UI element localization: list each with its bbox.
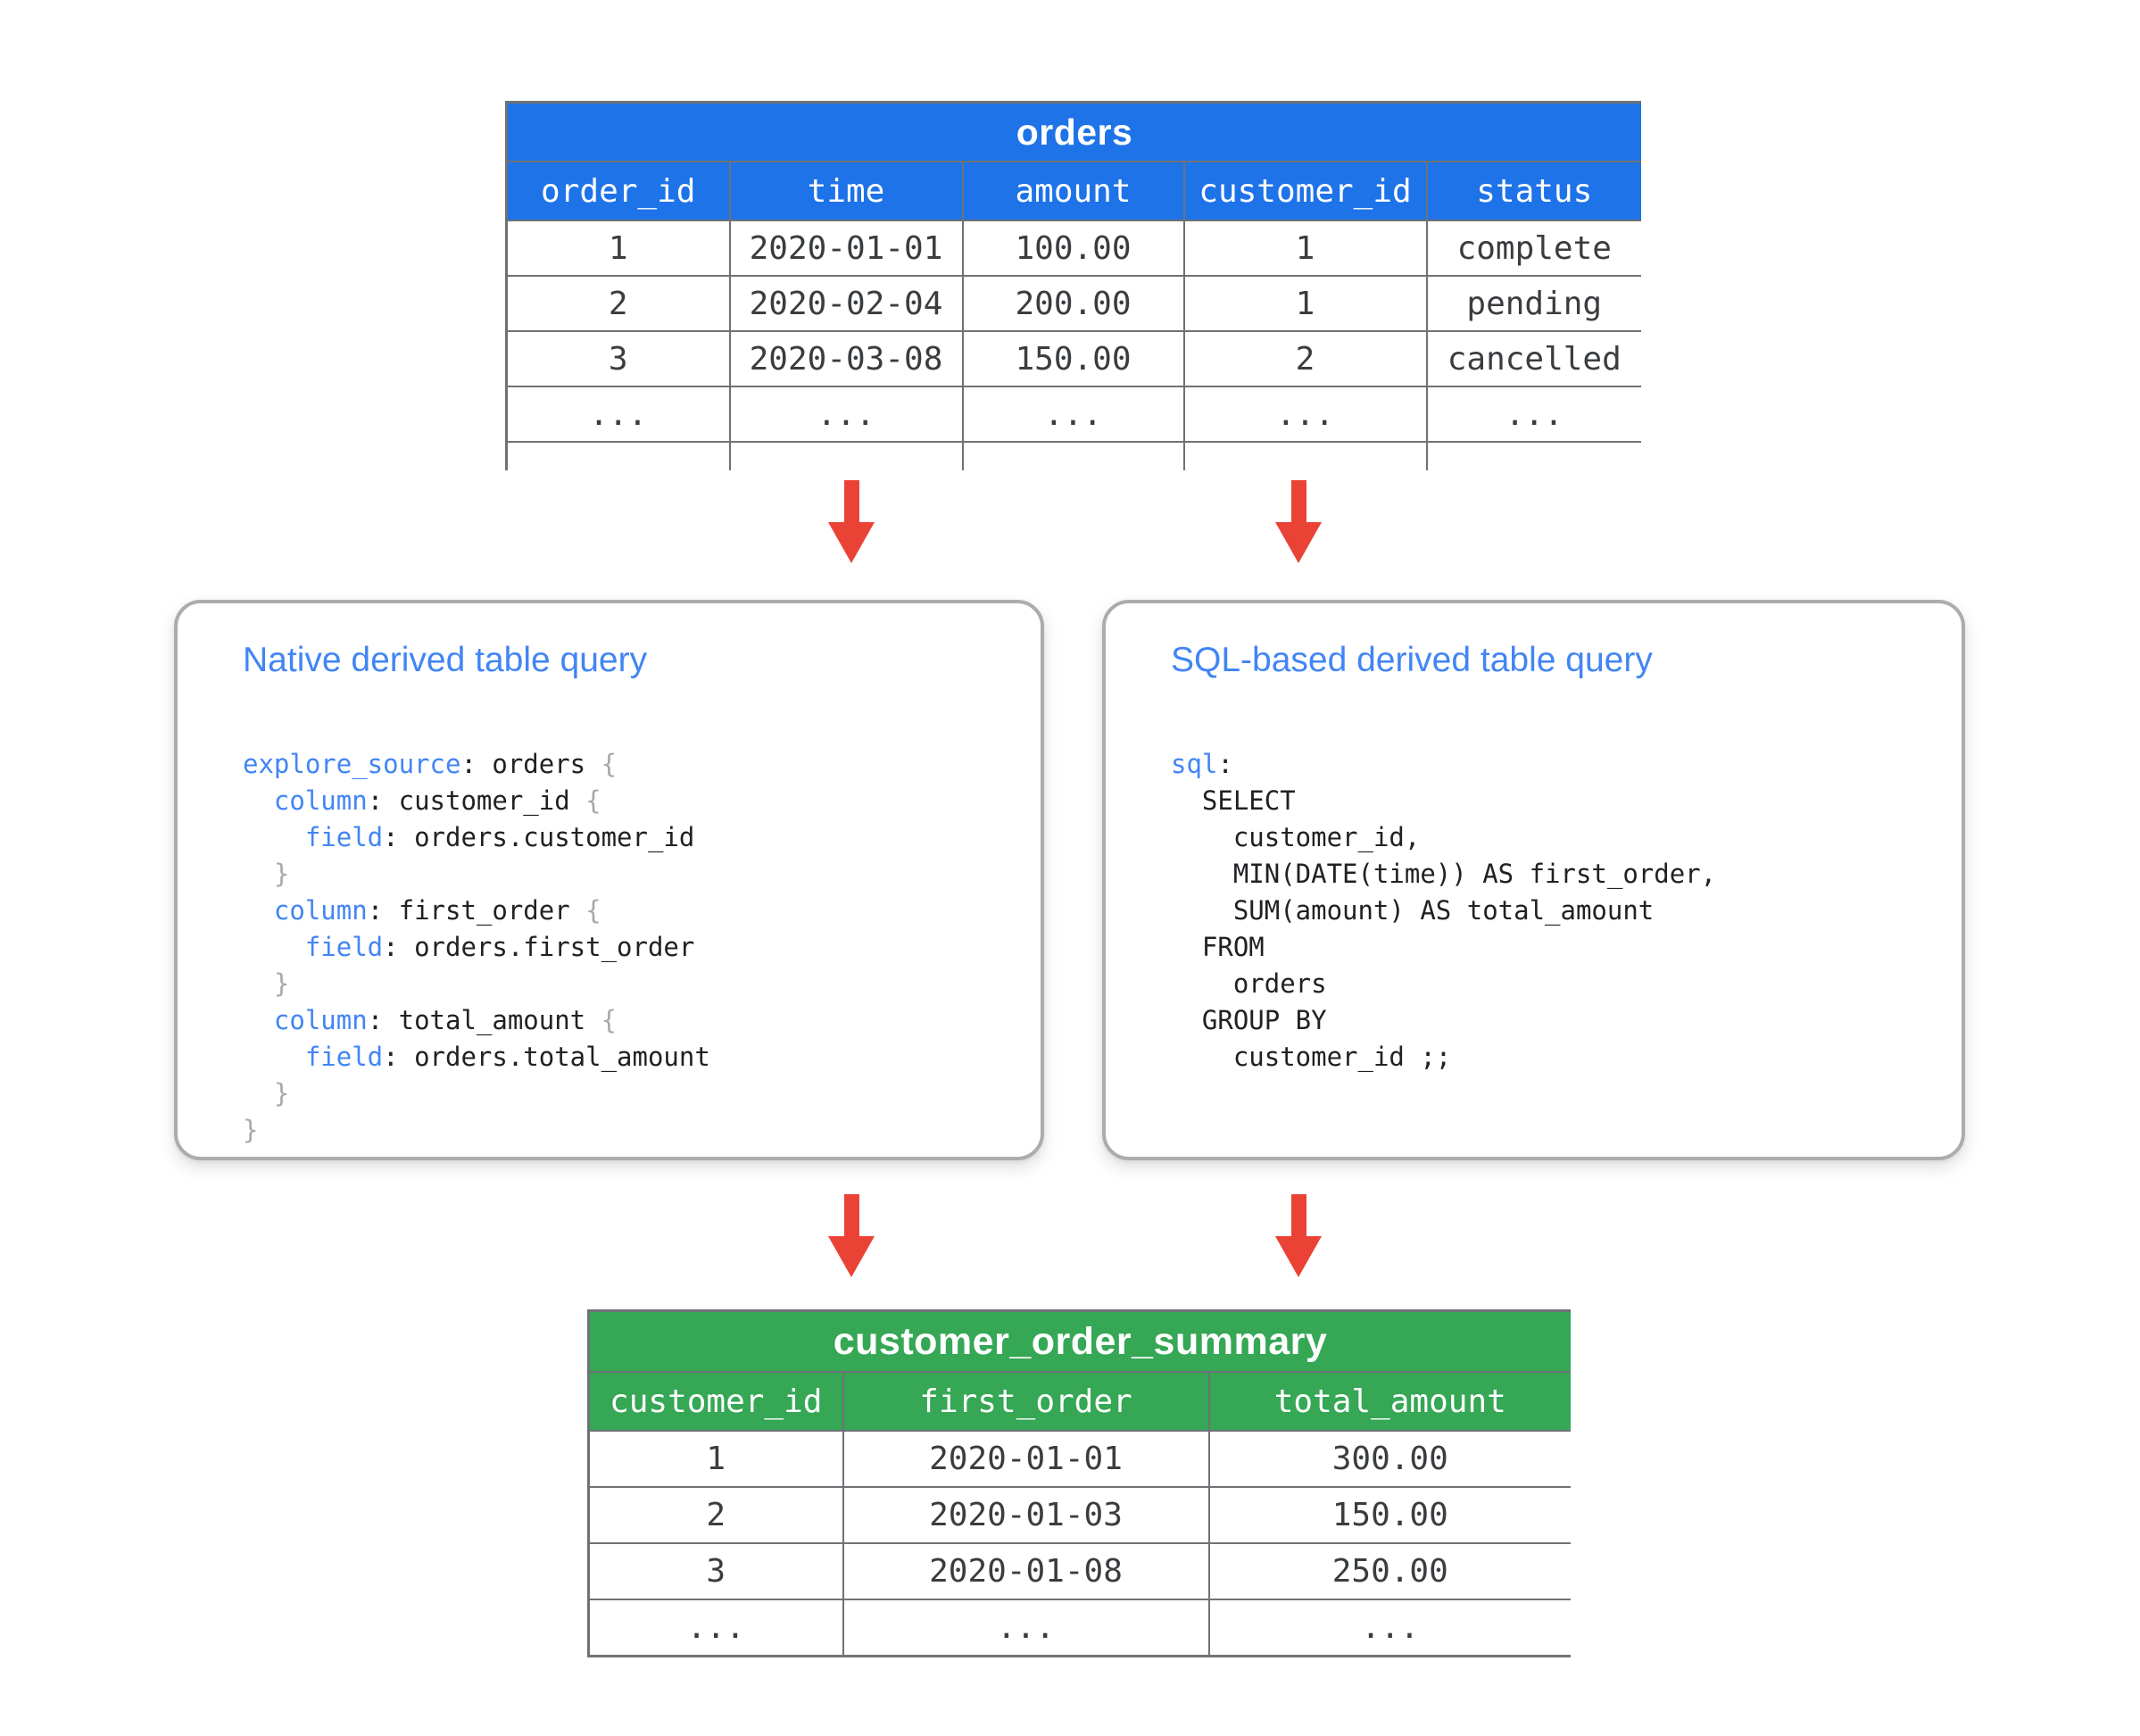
code-line: column: total_amount { xyxy=(273,1005,618,1035)
native-query-box: Native derived table query explore_sourc… xyxy=(174,600,1044,1160)
code-line: customer_id, xyxy=(1171,822,1421,852)
code-line: column: customer_id { xyxy=(273,785,601,816)
column-header: customer_id xyxy=(1182,161,1428,221)
column-header: time xyxy=(728,161,964,221)
down-arrow-icon xyxy=(1275,480,1322,563)
code-line: } xyxy=(273,859,290,889)
table-cell: 300.00 xyxy=(1207,1430,1571,1488)
code-line: GROUP BY xyxy=(1171,1005,1327,1035)
code-line: explore_source: orders { xyxy=(243,749,618,779)
code-line: } xyxy=(273,1078,290,1109)
truncated-row xyxy=(505,441,1641,470)
table-cell: 2 xyxy=(1182,330,1428,387)
sql-query-code: sql: SELECT customer_id, MIN(DATE(time))… xyxy=(1171,746,1926,1076)
code-line: SUM(amount) AS total_amount xyxy=(1171,895,1655,926)
table-cell: 100.00 xyxy=(961,220,1185,277)
table-cell: ... xyxy=(1425,386,1641,443)
table-cell: 150.00 xyxy=(1207,1486,1571,1544)
table-cell: pending xyxy=(1425,275,1641,332)
code-line: FROM xyxy=(1171,932,1265,962)
table-cell: 2020-01-01 xyxy=(728,220,964,277)
code-line: } xyxy=(243,1115,259,1145)
table-title: orders xyxy=(505,101,1641,162)
down-arrow-icon xyxy=(1275,1194,1322,1277)
code-line: SELECT xyxy=(1171,785,1296,816)
code-line: sql: xyxy=(1171,749,1233,779)
sql-query-box: SQL-based derived table query sql: SELEC… xyxy=(1102,600,1965,1160)
table-cell: 2020-01-08 xyxy=(842,1542,1210,1600)
column-header: order_id xyxy=(505,161,731,221)
down-arrow-icon xyxy=(828,480,875,563)
table-cell: 3 xyxy=(587,1542,844,1600)
table-cell: 2020-03-08 xyxy=(728,330,964,387)
table-cell: 1 xyxy=(1182,220,1428,277)
table-cell: 3 xyxy=(505,330,731,387)
code-line: MIN(DATE(time)) AS first_order, xyxy=(1171,859,1717,889)
table-cell: complete xyxy=(1425,220,1641,277)
table-row: ............... xyxy=(505,386,1641,443)
table-cell: 2 xyxy=(587,1486,844,1544)
table-title: customer_order_summary xyxy=(587,1309,1571,1373)
table-cell: 150.00 xyxy=(961,330,1185,387)
code-line: field: orders.total_amount xyxy=(304,1042,710,1072)
table-cell: 200.00 xyxy=(961,275,1185,332)
table-cell: ... xyxy=(961,386,1185,443)
down-arrow-icon xyxy=(828,1194,875,1277)
code-line: field: orders.first_order xyxy=(304,932,695,962)
table-cell: 2 xyxy=(505,275,731,332)
code-line: column: first_order { xyxy=(273,895,601,926)
column-header: total_amount xyxy=(1207,1371,1571,1432)
sql-query-title: SQL-based derived table query xyxy=(1171,641,1653,679)
table-cell: cancelled xyxy=(1425,330,1641,387)
code-line: customer_id ;; xyxy=(1171,1042,1452,1072)
table-cell: ... xyxy=(1207,1599,1571,1657)
table-cell: ... xyxy=(728,386,964,443)
table-cell: ... xyxy=(587,1599,844,1657)
column-header: amount xyxy=(961,161,1185,221)
table-cell: ... xyxy=(505,386,731,443)
column-header: customer_id xyxy=(587,1371,844,1432)
table-cell: ... xyxy=(1182,386,1428,443)
table-cell: 2020-01-03 xyxy=(842,1486,1210,1544)
code-line: } xyxy=(273,968,290,999)
code-line: orders xyxy=(1171,968,1327,999)
table-cell: 1 xyxy=(1182,275,1428,332)
code-line: field: orders.customer_id xyxy=(304,822,695,852)
table-cell: 250.00 xyxy=(1207,1542,1571,1600)
column-header: first_order xyxy=(842,1371,1210,1432)
table-cell: 1 xyxy=(505,220,731,277)
table-row: ......... xyxy=(587,1599,1571,1657)
native-query-code: explore_source: orders { column: custome… xyxy=(243,746,1005,1149)
table-cell: ... xyxy=(842,1599,1210,1657)
table-cell: 1 xyxy=(587,1430,844,1488)
table-cell: 2020-02-04 xyxy=(728,275,964,332)
native-query-title: Native derived table query xyxy=(243,641,648,679)
column-header: status xyxy=(1425,161,1641,221)
table-cell: 2020-01-01 xyxy=(842,1430,1210,1488)
